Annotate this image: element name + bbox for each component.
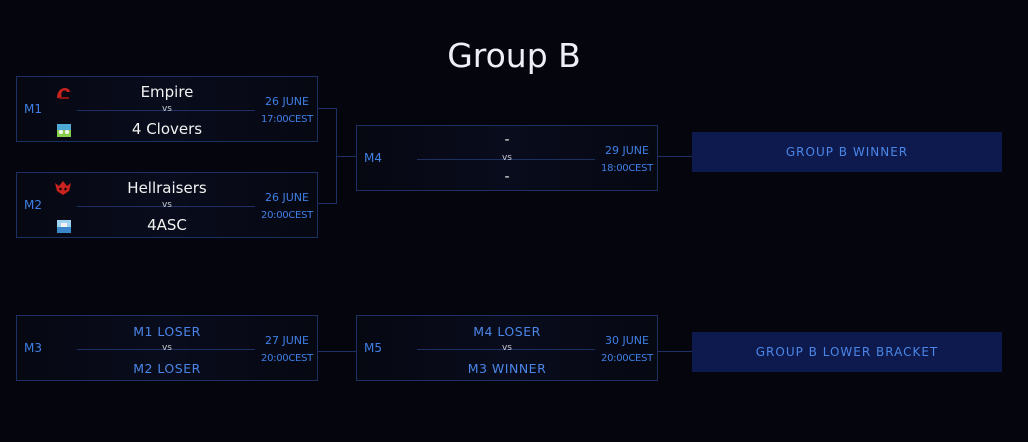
vs-label: vs bbox=[161, 343, 172, 353]
match-date: 26 JUNE 20:00CEST bbox=[257, 189, 317, 225]
team2-name: M2 LOSER bbox=[133, 361, 201, 376]
connector-m2 bbox=[318, 203, 337, 204]
match-label: M1 bbox=[24, 102, 42, 116]
time-text: 20:00CEST bbox=[601, 353, 653, 364]
match-m2[interactable]: M2 Hellraisers vs 4ASC 26 JUNE 20:00CEST bbox=[16, 172, 318, 238]
time-text: 18:00CEST bbox=[601, 163, 653, 174]
team1-name: Hellraisers bbox=[127, 179, 207, 197]
match-divider bbox=[77, 349, 255, 350]
match-label: M4 bbox=[364, 151, 382, 165]
group-lower-bracket-box[interactable]: GROUP B LOWER BRACKET bbox=[692, 332, 1002, 372]
match-divider bbox=[417, 159, 595, 160]
4-clovers-logo-icon bbox=[57, 124, 71, 137]
empire-logo-icon bbox=[57, 88, 70, 99]
match-label: M2 bbox=[24, 198, 42, 212]
date-text: 30 JUNE bbox=[605, 334, 649, 347]
group-title: Group B bbox=[447, 36, 581, 75]
match-date: 27 JUNE 20:00CEST bbox=[257, 332, 317, 368]
match-label: M3 bbox=[24, 341, 42, 355]
team2-name: - bbox=[504, 169, 510, 185]
connector-m3-m5 bbox=[318, 351, 356, 352]
vs-label: vs bbox=[501, 343, 512, 353]
match-m1[interactable]: M1 Empire vs 4 Clovers 26 JUNE 17:00CEST bbox=[16, 76, 318, 142]
team1-name: - bbox=[504, 132, 510, 148]
match-m5[interactable]: M5 M4 LOSER vs M3 WINNER 30 JUNE 20:00CE… bbox=[356, 315, 658, 381]
match-divider bbox=[77, 206, 255, 207]
match-date: 30 JUNE 20:00CEST bbox=[597, 332, 657, 368]
vs-label: vs bbox=[501, 153, 512, 163]
vs-label: vs bbox=[161, 200, 172, 210]
match-date: 26 JUNE 17:00CEST bbox=[257, 93, 317, 129]
match-m4[interactable]: M4 - vs - 29 JUNE 18:00CEST bbox=[356, 125, 658, 191]
date-text: 26 JUNE bbox=[265, 95, 309, 108]
date-text: 27 JUNE bbox=[265, 334, 309, 347]
match-date: 29 JUNE 18:00CEST bbox=[597, 142, 657, 178]
match-m3[interactable]: M3 M1 LOSER vs M2 LOSER 27 JUNE 20:00CES… bbox=[16, 315, 318, 381]
time-text: 20:00CEST bbox=[261, 353, 313, 364]
time-text: 20:00CEST bbox=[261, 210, 313, 221]
team1-name: M1 LOSER bbox=[133, 324, 201, 339]
team2-name: 4ASC bbox=[147, 216, 187, 234]
team1-name: Empire bbox=[140, 83, 194, 101]
connector-m4-winner bbox=[658, 156, 692, 157]
4asc-logo-icon bbox=[57, 220, 71, 233]
hellraisers-logo-icon bbox=[55, 181, 71, 195]
time-text: 17:00CEST bbox=[261, 114, 313, 125]
match-label: M5 bbox=[364, 341, 382, 355]
match-divider bbox=[77, 110, 255, 111]
date-text: 29 JUNE bbox=[605, 144, 649, 157]
connector-m1 bbox=[318, 108, 337, 109]
vs-label: vs bbox=[161, 104, 172, 114]
team2-name: M3 WINNER bbox=[467, 361, 547, 376]
team1-name: M4 LOSER bbox=[473, 324, 541, 339]
connector-to-m4 bbox=[336, 156, 356, 157]
date-text: 26 JUNE bbox=[265, 191, 309, 204]
group-winner-box[interactable]: GROUP B WINNER bbox=[692, 132, 1002, 172]
connector-m5-lower bbox=[658, 351, 692, 352]
team2-name: 4 Clovers bbox=[131, 120, 203, 138]
match-divider bbox=[417, 349, 595, 350]
